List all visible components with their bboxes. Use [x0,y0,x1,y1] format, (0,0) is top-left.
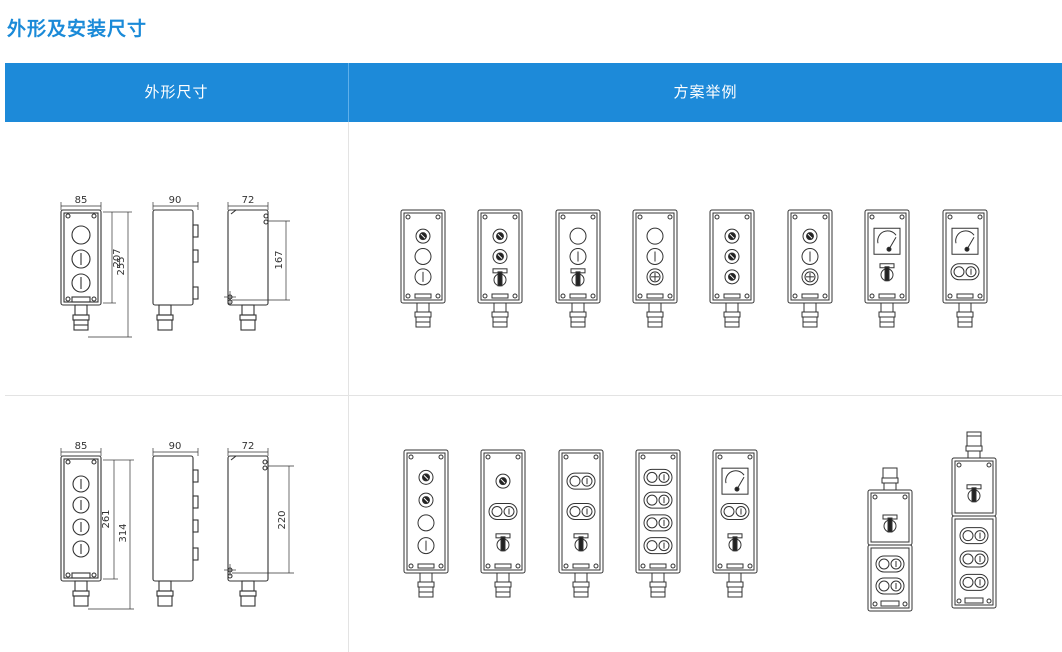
row1-side-view [152,209,199,331]
row2-scheme-3 [558,449,604,598]
row1-scheme-1 [400,209,446,328]
row1-scheme-4 [632,209,678,328]
header-divider [348,63,349,122]
row2-scheme-4 [635,449,681,598]
row2-mount-label: 72 [242,441,255,452]
row2-mount-height-label: 220 [277,510,288,529]
row1-scheme-8 [942,209,988,328]
row1-width-label: 85 [75,195,88,206]
row2-side-view [152,455,199,607]
row1-side-dimensions [152,202,199,210]
row1-scheme-3 [555,209,601,328]
row1-front-dimensions [60,202,132,338]
row-divider [5,395,1062,396]
row2-front-view [60,455,102,607]
row1-mount-label: 72 [242,195,255,206]
row1-front-view [60,209,102,331]
header-examples: 方案举例 [673,83,738,101]
row1-mount-height-label: 167 [274,250,285,269]
row2-inner-height-label: 261 [101,509,112,528]
column-divider [348,122,349,652]
row2-scheme-5 [712,449,758,598]
row1-scheme-2 [477,209,523,328]
table-header: 外形尺寸 方案举例 [5,63,1062,122]
row2-rear-dimensions [224,448,294,576]
header-dimensions: 外形尺寸 [144,83,209,101]
row1-scheme-6 [787,209,833,328]
row2-scheme-7 [951,431,997,609]
row2-scheme-6 [867,467,913,612]
page-title: 外形及安装尺寸 [7,18,148,40]
row1-total-height-label: 255 [116,256,127,275]
row1-scheme-5 [709,209,755,328]
row2-scheme-2 [480,449,526,598]
row2-width-label: 85 [75,441,88,452]
row2-side-dimensions [152,448,199,456]
row1-rear-dimensions [224,202,290,303]
row1-inner-height-label: 207 [112,248,123,267]
row2-depth-label: 90 [169,441,182,452]
example-schemes [400,209,997,612]
row2-rear-view [227,455,269,607]
row2-front-dimensions [60,448,134,610]
row2-total-height-label: 314 [118,523,129,542]
row2-scheme-1 [403,449,449,598]
row1-depth-label: 90 [169,195,182,206]
spec-table: 外形尺寸 方案举例 [5,63,1062,652]
row1-scheme-7 [864,209,910,328]
row1-rear-view [227,209,269,331]
